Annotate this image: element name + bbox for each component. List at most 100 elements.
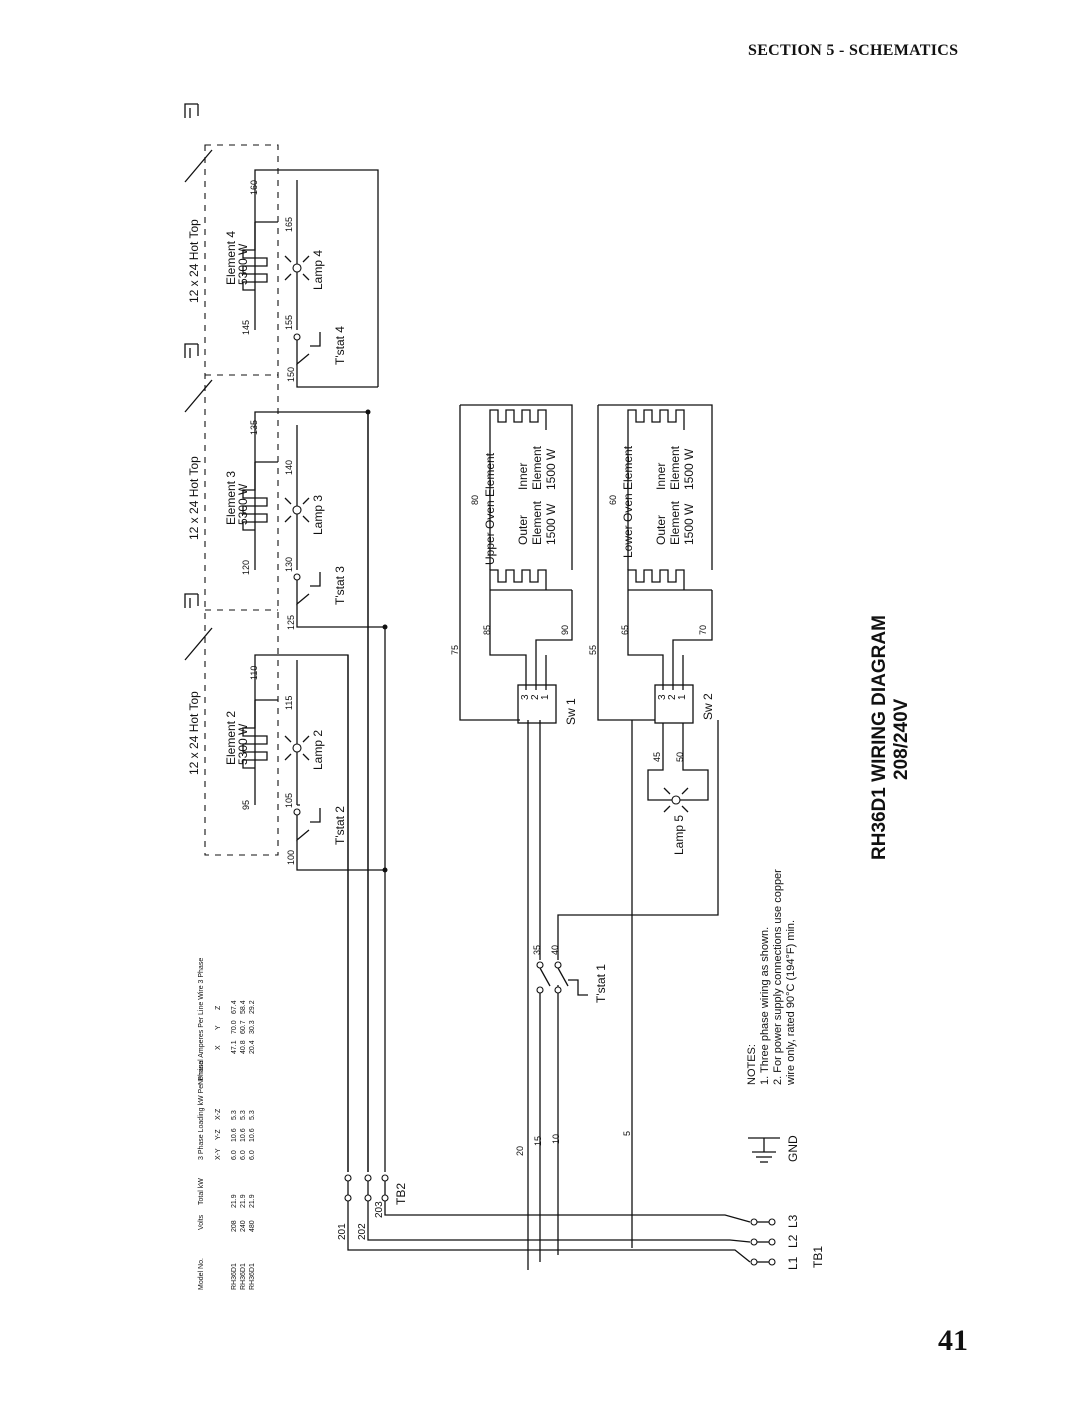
phase-xz: X-Z: [215, 1108, 222, 1120]
amp-z: Z: [215, 1005, 222, 1010]
note-1: 1. Three phase wiring as shown.: [759, 927, 771, 1085]
tb1-l3: L3: [786, 1214, 800, 1228]
wire-10: 10: [551, 1134, 561, 1144]
lower-oven-label: Lower Oven Element: [621, 445, 635, 558]
lower-outer-2: Element: [668, 500, 682, 545]
upper-outer-1: Outer: [516, 515, 530, 545]
wire-20: 20: [515, 1146, 525, 1156]
hot-top-3-labels: 12 x 24 Hot Top Element 3 5300 W Lamp 3 …: [187, 420, 347, 630]
row-2-x: 40.8: [240, 1040, 247, 1054]
element-4-label: Element 4: [224, 231, 238, 285]
wire-135: 135: [249, 420, 259, 435]
sw2-term-1: 1: [677, 694, 688, 700]
row-3-xy: 6.0: [249, 1150, 256, 1160]
table-row: RH36D1 240 21.9 6.0 10.6 5.3 40.8 60.7 5…: [240, 1000, 247, 1290]
note-2: 2. For power supply connections use copp…: [772, 869, 784, 1085]
table-row: RH36D1 208 21.9 6.0 10.6 5.3 47.1 70.0 6…: [231, 1000, 238, 1290]
ground-label: GND: [786, 1135, 800, 1162]
wire-55: 55: [588, 645, 598, 655]
row-3-z: 29.2: [249, 1000, 256, 1014]
wire-15: 15: [533, 1136, 543, 1146]
tstat-2-label: T'stat 2: [333, 806, 347, 845]
notes-heading: NOTES:: [746, 1044, 758, 1085]
wire-35: 35: [532, 945, 542, 955]
element-4-watts: 5300 W: [236, 243, 250, 285]
element-3-label: Element 3: [224, 471, 238, 525]
diagram-title-block: RH36D1 WIRING DIAGRAM 208/240V: [869, 615, 912, 860]
element-2-label: Element 2: [224, 711, 238, 765]
tstat-1: T'stat 1 35 40: [532, 945, 608, 1003]
notes-block: NOTES: 1. Three phase wiring as shown. 2…: [746, 869, 797, 1086]
wire-75: 75: [450, 645, 460, 655]
tb2-terminal-block: TB2 201 202 203: [337, 1174, 408, 1240]
wire-201: 201: [337, 1223, 348, 1240]
lower-outer-3: 1500 W: [682, 503, 696, 545]
hot-top-2-labels: 12 x 24 Hot Top Element 2 5300 W Lamp 2 …: [187, 666, 347, 865]
wire-50: 50: [675, 752, 685, 762]
ground-symbol: GND: [748, 1135, 800, 1163]
col-total-kw: Total kW: [198, 1178, 205, 1205]
lamp-4-label: Lamp 4: [311, 250, 325, 290]
row-1-yz: 10.6: [231, 1128, 238, 1142]
wire-85: 85: [482, 625, 492, 635]
wire-115: 115: [284, 696, 294, 710]
hot-top-ground-brackets: [184, 103, 199, 608]
row-2-xy: 6.0: [240, 1150, 247, 1160]
row-1-xz: 5.3: [231, 1110, 238, 1120]
lamp-2-label: Lamp 2: [311, 730, 325, 770]
wire-105: 105: [284, 793, 294, 808]
upper-inner-2: Element: [530, 445, 544, 490]
row-3-xz: 5.3: [249, 1110, 256, 1120]
sw1-term-1: 1: [540, 694, 551, 700]
hot-top-frame-diagonals: [184, 149, 213, 661]
wire-45: 45: [652, 752, 662, 762]
wire-95: 95: [241, 800, 251, 810]
lower-outer-1: Outer: [654, 515, 668, 545]
wire-130: 130: [284, 557, 294, 572]
row-2-volts: 240: [240, 1220, 247, 1232]
upper-oven-circuit: 3 2 1 Sw 1 Upper Oven Element Outer Elem…: [450, 404, 578, 725]
note-3: wire only, rated 90°C (194°F) min.: [785, 920, 797, 1086]
wire-65: 65: [620, 625, 630, 635]
bus-lines: [347, 409, 388, 1172]
lamp-5: Lamp 5 45 50: [647, 723, 709, 855]
wire-145: 145: [241, 320, 251, 335]
lower-oven-circuit: 3 2 1 Sw 2 Lower Oven Element Outer Elem…: [588, 404, 715, 724]
row-1-z: 67.4: [231, 1000, 238, 1014]
tstat-3-label: T'stat 3: [333, 566, 347, 605]
tstat-4-label: T'stat 4: [333, 326, 347, 365]
tb1-terminal-block: L1 L2 L3 TB1: [750, 1214, 825, 1270]
row-3-model: RH36D1: [249, 1263, 256, 1290]
sw2-term-3: 3: [657, 694, 668, 700]
wire-100: 100: [286, 850, 296, 865]
wire-80: 80: [470, 495, 480, 505]
row-1-kw: 21.9: [231, 1194, 238, 1208]
sw2-label: Sw 2: [701, 693, 715, 720]
wire-120: 120: [241, 560, 251, 575]
diagram-title: RH36D1 WIRING DIAGRAM: [869, 615, 890, 860]
section-header: SECTION 5 - SCHEMATICS: [748, 42, 959, 59]
col-volts: Volts: [198, 1214, 205, 1230]
col-phase-loading: 3 Phase Loading kW Per Phase: [198, 1061, 205, 1160]
row-2-y: 60.7: [240, 1020, 247, 1034]
row-1-volts: 208: [231, 1220, 238, 1232]
row-1-x: 47.1: [231, 1040, 238, 1054]
upper-inner-3: 1500 W: [544, 448, 558, 490]
hot-top-2-title: 12 x 24 Hot Top: [187, 691, 201, 775]
wire-155: 155: [284, 315, 294, 330]
row-1-xy: 6.0: [231, 1150, 238, 1160]
row-1-model: RH36D1: [231, 1263, 238, 1290]
lamp-5-label: Lamp 5: [672, 815, 686, 855]
lower-inner-1: Inner: [654, 463, 668, 490]
col-model: Model No.: [198, 1258, 205, 1290]
lower-inner-2: Element: [668, 445, 682, 490]
tb1-l2: L2: [786, 1234, 800, 1248]
wire-70: 70: [698, 625, 708, 635]
row-3-kw: 21.9: [249, 1194, 256, 1208]
row-3-y: 30.3: [249, 1020, 256, 1034]
row-2-kw: 21.9: [240, 1194, 247, 1208]
upper-inner-1: Inner: [516, 463, 530, 490]
hot-top-3-title: 12 x 24 Hot Top: [187, 456, 201, 540]
tstat-1-label: T'stat 1: [594, 964, 608, 1003]
row-2-xz: 5.3: [240, 1110, 247, 1120]
